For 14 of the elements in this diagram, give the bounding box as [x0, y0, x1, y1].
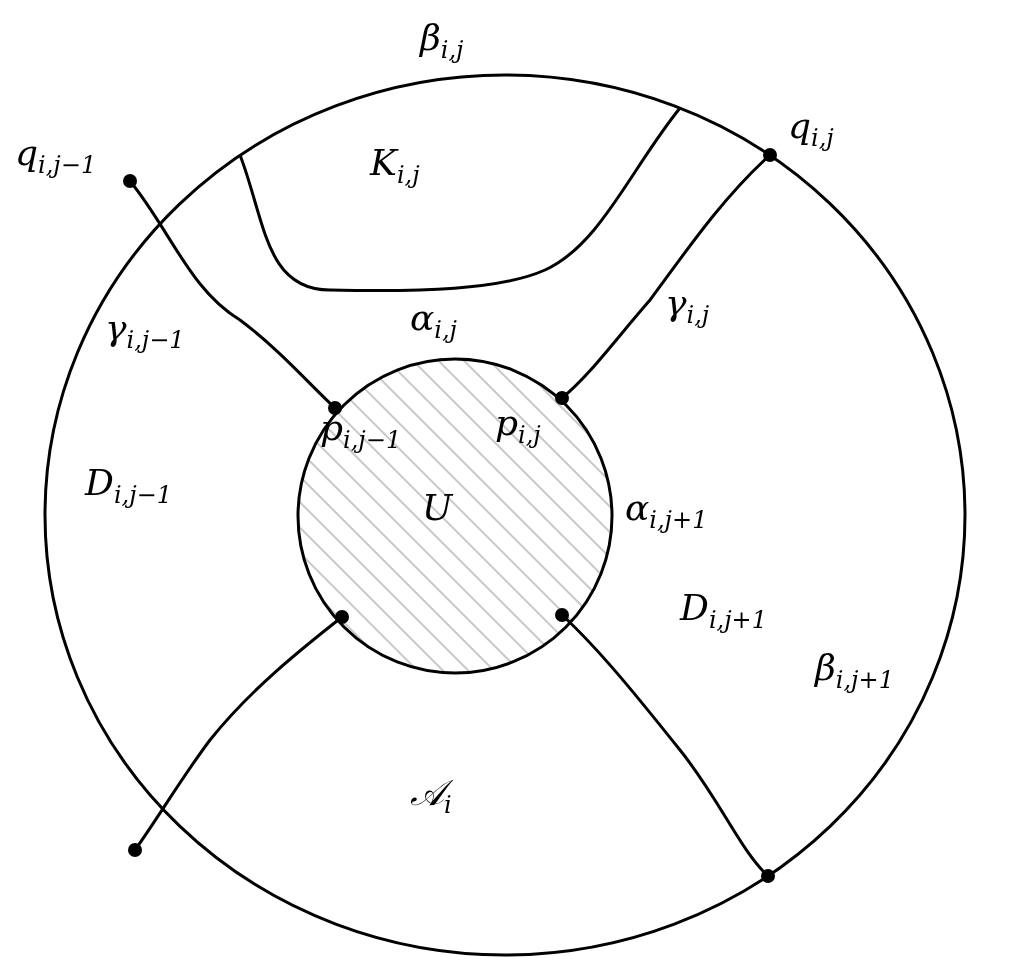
math-label: K$_{i,j}$ — [370, 145, 420, 188]
math-label: q$_{i,j}$ — [788, 108, 834, 151]
math-label: α$_{i,j+1}$ — [625, 490, 708, 533]
math-label: 𝒜$_{i}$ — [410, 775, 452, 818]
math-label: β$_{i,j+1}$ — [815, 650, 894, 693]
math-label: p$_{i,j}$ — [495, 405, 541, 448]
math-label: γ$_{i,j−1}$ — [105, 310, 185, 353]
math-label: γ$_{i,j}$ — [665, 285, 710, 328]
math-label: q$_{i,j−1}$ — [15, 135, 97, 178]
math-label: U — [422, 490, 453, 526]
math-label: α$_{i,j}$ — [410, 300, 458, 343]
math-label: β$_{i,j}$ — [420, 20, 464, 63]
math-label: D$_{i,j−1}$ — [85, 465, 172, 508]
math-label: D$_{i,j+1}$ — [680, 590, 767, 633]
